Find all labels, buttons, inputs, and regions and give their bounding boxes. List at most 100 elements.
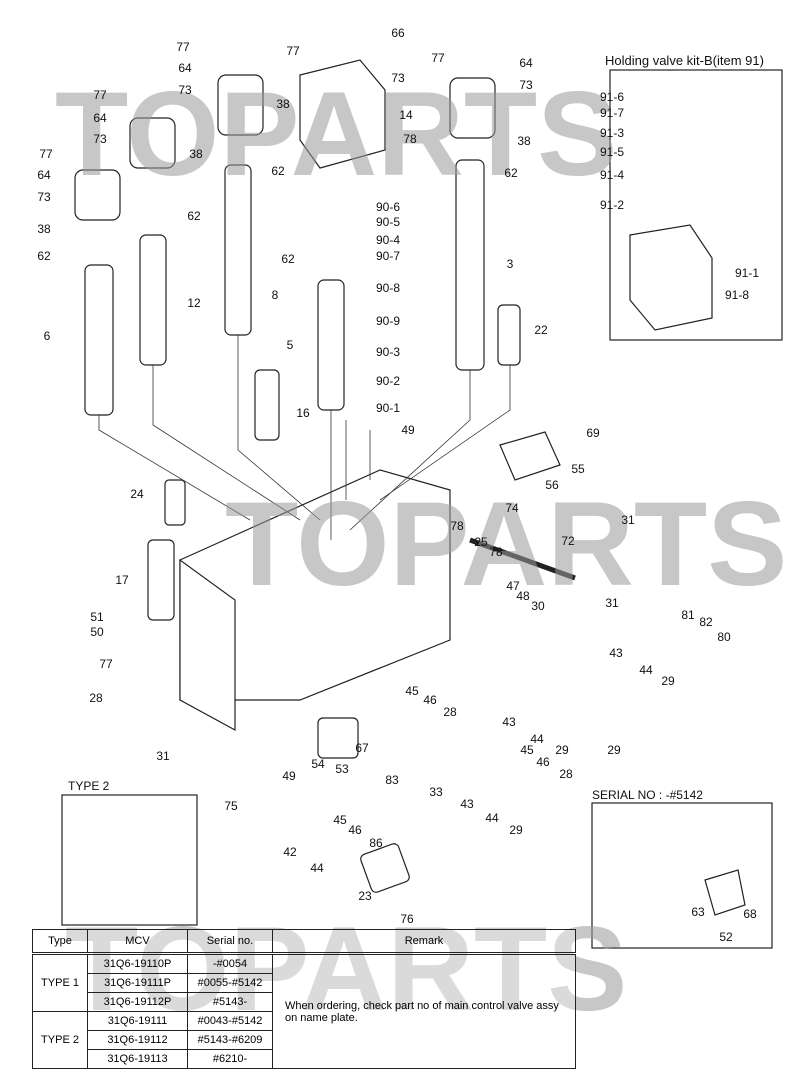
block-14 [299,59,386,169]
callout-label-22: 22 [534,323,548,337]
callout-label-43: 43 [609,646,623,660]
callout-label-73: 73 [519,78,533,92]
callout-label-43: 43 [460,797,474,811]
callout-label-46: 46 [348,823,362,837]
relief-valve-22 [497,304,521,366]
cap-38 [449,77,496,139]
callout-label-46: 46 [536,755,550,769]
callout-label-63: 63 [691,905,705,919]
callout-label-67: 67 [355,741,369,755]
serial-inset-box [591,802,773,949]
serial-cell: #0043-#5142 [187,1011,273,1031]
callout-label-30: 30 [531,599,545,613]
cap-38 [217,74,264,136]
callout-label-46: 46 [423,693,437,707]
callout-label-83: 83 [385,773,399,787]
callout-label-62: 62 [271,164,285,178]
callout-label-90-5: 90-5 [376,215,400,229]
callout-label-80: 80 [717,630,731,644]
callout-label-38: 38 [517,134,531,148]
part-23 [360,843,410,893]
callout-label-16: 16 [296,406,310,420]
callout-label-69: 69 [586,426,600,440]
callout-label-77: 77 [431,51,445,65]
cap-38 [129,117,176,169]
callout-label-55: 55 [571,462,585,476]
callout-label-68: 68 [743,907,757,921]
header-remark: Remark [272,929,576,955]
serial-cell: -#0054 [187,953,273,974]
remark-cell: When ordering, check part no of main con… [272,953,576,1069]
callout-label-12: 12 [187,296,201,310]
callout-label-62: 62 [37,249,51,263]
mcv-cell: 31Q6-19112 [87,1030,188,1050]
drawing-parts [61,59,783,949]
callout-label-77: 77 [93,88,107,102]
type-cell: TYPE 2 [32,1011,88,1069]
callout-label-90-7: 90-7 [376,249,400,263]
spool-12 [139,234,167,366]
spool-5 [317,279,345,411]
callout-label-90-9: 90-9 [376,314,400,328]
callout-label-77: 77 [286,44,300,58]
callout-label-51: 51 [90,610,104,624]
callout-label-56: 56 [545,478,559,492]
callout-label-17: 17 [115,573,129,587]
callout-label-29: 29 [607,743,621,757]
mcv-cell: 31Q6-19110P [87,953,188,974]
callout-label-43: 43 [502,715,516,729]
callout-label-54: 54 [311,757,325,771]
header-serial: Serial no. [187,929,273,955]
callout-label-91-4: 91-4 [600,168,624,182]
watermark-text: TOPARTS [225,477,787,611]
callout-label-90-2: 90-2 [376,374,400,388]
callout-label-74: 74 [505,501,519,515]
callout-label-28: 28 [559,767,573,781]
relief-valve-16 [254,369,280,441]
serial-cell: #0055-#5142 [187,973,273,993]
kit-inset-box [609,69,783,341]
callout-label-64: 64 [519,56,533,70]
type2-inset-title: TYPE 2 [68,779,110,793]
callout-label-23: 23 [358,889,372,903]
callout-label-77: 77 [39,147,53,161]
callout-label-91-7: 91-7 [600,106,624,120]
callout-label-31: 31 [605,596,619,610]
callout-label-38: 38 [189,147,203,161]
mcv-cell: 31Q6-19111 [87,1011,188,1031]
mcv-cell: 31Q6-19111P [87,973,188,993]
relief-valve-24 [164,479,186,526]
header-type: Type [32,929,88,955]
callout-label-38: 38 [37,222,51,236]
callout-label-25: 25 [474,535,488,549]
callout-label-78: 78 [450,519,464,533]
callout-label-3: 3 [507,257,514,271]
callout-label-29: 29 [661,674,675,688]
callout-label-5: 5 [287,338,294,352]
callout-label-90-1: 90-1 [376,401,400,415]
callout-label-66: 66 [391,26,405,40]
callout-label-52: 52 [719,930,733,944]
callout-label-6: 6 [44,329,51,343]
callout-label-91-5: 91-5 [600,145,624,159]
callout-label-90-3: 90-3 [376,345,400,359]
cover-53 [317,717,359,759]
callout-label-62: 62 [187,209,201,223]
relief-valve-17 [147,539,175,621]
callout-label-64: 64 [93,111,107,125]
type2-inset-box [61,794,198,926]
cover-52 [704,869,746,916]
callout-label-8: 8 [272,288,279,302]
callout-label-73: 73 [391,71,405,85]
callout-label-38: 38 [276,97,290,111]
callout-label-91-1: 91-1 [735,266,759,280]
callout-label-44: 44 [310,861,324,875]
cover-55 [499,431,561,481]
callout-label-45: 45 [333,813,347,827]
kit-title: Holding valve kit-B(item 91) [605,53,764,68]
callout-label-42: 42 [283,845,297,859]
serial-cell: #5143-#6209 [187,1030,273,1050]
